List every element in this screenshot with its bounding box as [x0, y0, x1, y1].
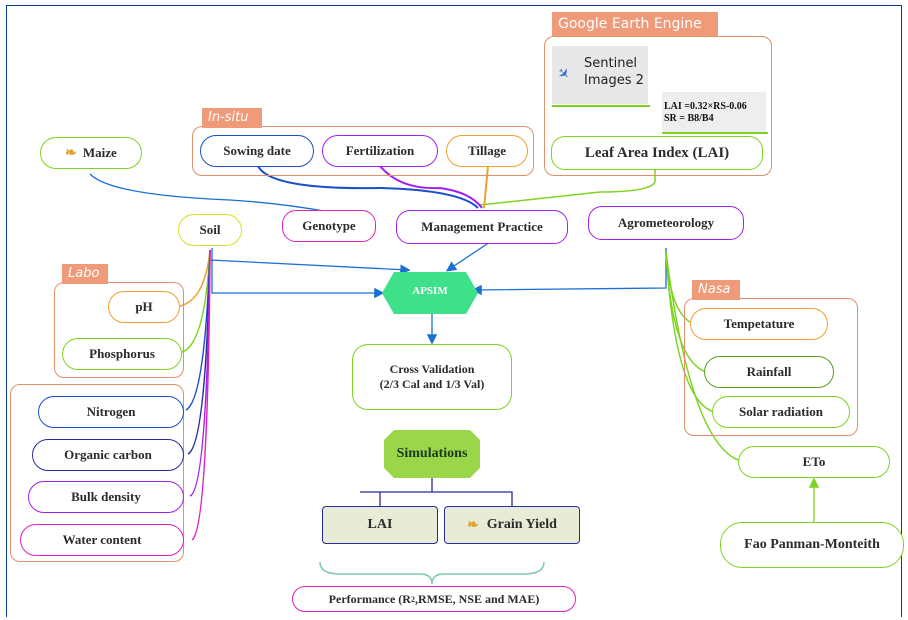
link-soil-phosphorus: [181, 249, 211, 353]
rainfall-node[interactable]: Rainfall: [704, 356, 834, 388]
link-agromet-eto: [665, 251, 739, 461]
temperature-node[interactable]: Tempetature: [690, 308, 828, 340]
maize-label: Maize: [82, 145, 117, 160]
link-lai-management: [479, 168, 656, 206]
fao-penman-monteith-node[interactable]: Fao Panman-Monteith: [720, 522, 904, 568]
cross-validation-split: (2/3 Cal and 1/3 Val): [379, 377, 485, 391]
performance-label-a: Performance (R: [328, 591, 411, 606]
water-content-node[interactable]: Water content: [20, 524, 184, 556]
sowing-date-node[interactable]: Sowing date: [200, 135, 314, 167]
apsim-node[interactable]: [382, 272, 478, 314]
corn-icon: ❧: [467, 517, 479, 533]
diagram-frame: [6, 5, 902, 617]
lai-formula: LAI =0.32×RS-0.06: [664, 101, 747, 112]
satellite-label-1: Sentinel: [584, 56, 638, 71]
simulations-label: Simulations: [396, 446, 468, 461]
performance-brace: [319, 561, 545, 585]
organic-carbon-node[interactable]: Organic carbon: [32, 439, 184, 471]
performance-label-sup: 2: [410, 594, 415, 604]
simulations-node[interactable]: [384, 430, 480, 478]
fertilization-node[interactable]: Fertilization: [322, 135, 438, 167]
management-practice-node[interactable]: Management Practice: [396, 210, 568, 244]
nasa-group-title: Nasa: [692, 280, 740, 300]
performance-label-b: ,RMSE, NSE and MAE): [414, 591, 540, 606]
agrometeorology-node[interactable]: Agrometeorology: [588, 206, 744, 240]
ph-node[interactable]: pH: [108, 291, 180, 323]
corn-icon: ❧: [65, 145, 77, 161]
sr-formula: SR = B8/B4: [664, 113, 714, 124]
lai-index-node[interactable]: Leaf Area Index (LAI): [551, 136, 763, 170]
gee-group-title: Google Earth Engine: [552, 12, 718, 36]
cross-validation-title: Cross Validation: [389, 362, 475, 376]
nitrogen-node[interactable]: Nitrogen: [38, 396, 184, 428]
soil-properties-group: [10, 384, 184, 562]
insitu-group: [192, 126, 534, 176]
maize-node[interactable]: ❧ Maize: [40, 137, 142, 169]
satellite-panel: [552, 46, 648, 104]
link-soil-apsim: [211, 248, 385, 299]
solar-radiation-node[interactable]: Solar radiation: [712, 396, 850, 428]
link-tillage-management: [483, 165, 489, 209]
labo-group: [54, 282, 184, 378]
link-fert-management: [379, 165, 483, 209]
eto-node[interactable]: ETo: [738, 446, 890, 478]
nasa-group: [684, 298, 858, 436]
link-maize-genotype: [89, 173, 331, 213]
apsim-label: APSIM: [412, 285, 448, 297]
insitu-group-title: In-situ: [202, 108, 262, 128]
grain-yield-node[interactable]: ❧ Grain Yield: [444, 506, 580, 544]
link-sim-outputs: [360, 478, 513, 506]
link-genotype-apsim: [209, 259, 411, 275]
grain-yield-label: Grain Yield: [486, 517, 557, 532]
lai-output-node[interactable]: LAI: [322, 506, 438, 544]
link-agromet-apsim: [471, 248, 667, 296]
link-management-apsim: [445, 241, 491, 272]
tillage-node[interactable]: Tillage: [446, 135, 528, 167]
bulk-density-node[interactable]: Bulk density: [28, 481, 184, 513]
link-agromet-solar: [665, 251, 715, 413]
formula-panel: [662, 92, 766, 132]
labo-group-title: Labo: [62, 264, 108, 284]
cross-validation-node[interactable]: Cross Validation (2/3 Cal and 1/3 Val): [352, 344, 512, 410]
link-soil-water: [191, 249, 211, 541]
gee-group: [544, 36, 772, 176]
link-sowing-management: [257, 165, 479, 209]
genotype-node[interactable]: Genotype: [282, 210, 376, 242]
phosphorus-node[interactable]: Phosphorus: [62, 338, 182, 370]
soil-node[interactable]: Soil: [178, 214, 242, 246]
satellite-label-2: Images 2: [584, 73, 644, 88]
